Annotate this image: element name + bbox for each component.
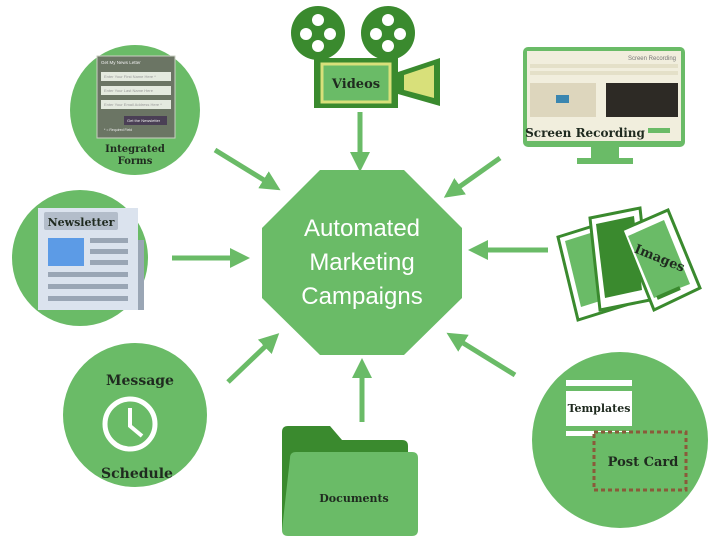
center-title-line3: Campaigns <box>301 283 422 310</box>
form-field-first-name-placeholder: Enter Your First Name Here * <box>104 74 156 79</box>
node-integrated-forms: Get My News Letter Enter Your First Name… <box>70 45 200 175</box>
forms-label-line2: Forms <box>118 156 153 167</box>
arrow-templates <box>446 332 517 378</box>
arrow-schedule <box>226 333 280 384</box>
folder-icon <box>282 426 418 536</box>
center-octagon: Automated Marketing Campaigns <box>262 170 462 355</box>
form-preview <box>96 55 176 139</box>
node-message-schedule: Message Schedule <box>63 343 207 487</box>
schedule-label-line1: Message <box>106 373 174 389</box>
form-submit-button <box>124 116 167 125</box>
form-title: Get My News Letter <box>101 60 141 65</box>
form-field-last-name-placeholder: Enter Your Last Name Here <box>104 88 154 93</box>
arrow-screen <box>443 155 502 198</box>
videos-label: Videos <box>331 77 380 92</box>
postcard-label: Post Card <box>608 455 679 470</box>
forms-label-line1: Integrated <box>105 144 165 155</box>
form-field-last-name <box>101 86 171 95</box>
photos-icon <box>556 206 702 322</box>
form-field-email-placeholder: Enter Your Email Address Here * <box>104 102 162 107</box>
arrows <box>172 112 548 422</box>
film-reel-icon <box>291 6 415 60</box>
screen-recording-label: Screen Recording <box>525 126 645 140</box>
templates-label: Templates <box>568 402 631 415</box>
film-strip-icon: Templates <box>566 380 632 436</box>
documents-label: Documents <box>319 492 388 505</box>
postcard-icon: Post Card <box>592 430 688 492</box>
form-field-first-name <box>101 72 171 81</box>
center-title-line1: Automated <box>304 215 420 242</box>
arrow-forms <box>213 147 281 191</box>
form-required-note: * = Required Field <box>104 128 132 132</box>
newsletter-label: Newsletter <box>48 216 115 229</box>
form-field-email <box>101 100 171 109</box>
newspaper-icon: Newsletter <box>38 208 144 310</box>
center-title-line2: Marketing <box>309 249 414 276</box>
node-documents: Documents <box>282 426 418 536</box>
screen-title: Screen Recording <box>628 56 676 62</box>
node-images: Images <box>556 206 702 322</box>
schedule-label-line2: Schedule <box>101 466 173 482</box>
node-templates: Templates Post Card <box>532 352 708 528</box>
node-screen-recording: Screen Recording Screen Recording <box>523 47 685 164</box>
clock-icon <box>102 396 158 452</box>
node-videos: Videos <box>291 6 440 108</box>
node-newsletter: Newsletter <box>12 190 148 326</box>
form-submit-label: Get the Newsletter <box>127 118 161 123</box>
